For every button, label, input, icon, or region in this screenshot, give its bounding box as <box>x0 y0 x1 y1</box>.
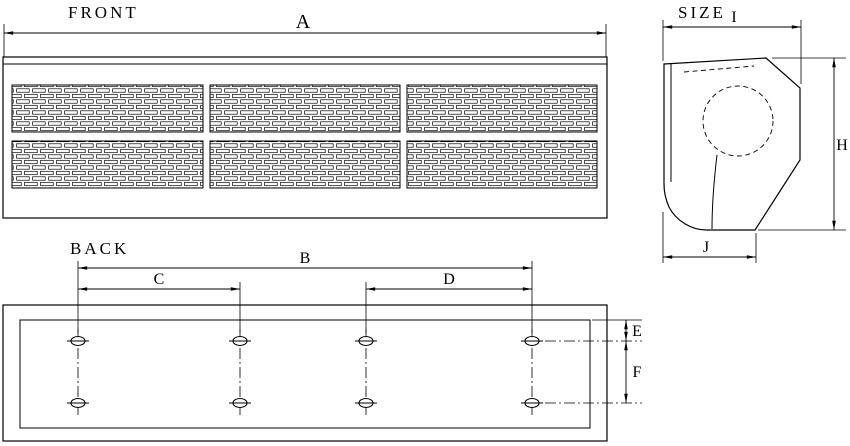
front-casing-outline <box>2 56 608 219</box>
mounting-hole-bottom-1 <box>67 397 89 409</box>
back-view: BACK B C D <box>2 239 642 442</box>
dim-label-f: F <box>633 364 642 381</box>
mounting-hole-top-2 <box>229 335 251 347</box>
front-view: FRONT A <box>2 3 608 219</box>
dim-label-j: J <box>703 239 709 256</box>
grille-panel-bottom-left <box>11 140 204 189</box>
grille-panel-top-right <box>406 84 598 133</box>
mounting-hole-bottom-3 <box>355 397 377 409</box>
hidden-top-edge <box>683 65 755 73</box>
dim-label-d: D <box>443 271 455 288</box>
dim-label-e: E <box>632 323 642 340</box>
dim-label-h: H <box>836 137 848 154</box>
dim-label-i: I <box>731 9 736 26</box>
fan-impeller-circle <box>702 85 774 157</box>
mounting-hole-bottom-2 <box>229 397 251 409</box>
mounting-hole-top-3 <box>355 335 377 347</box>
back-panel-outline <box>2 304 608 442</box>
grille-panel-top-left <box>11 84 204 133</box>
back-panel-inner-frame <box>19 319 591 429</box>
grille-panel-bottom-right <box>406 140 598 189</box>
side-profile-outline <box>663 57 801 231</box>
grille-panel-bottom-center <box>209 140 401 189</box>
size-view-title: SIZE <box>678 3 726 22</box>
size-view: SIZE I H J <box>662 3 848 263</box>
dim-label-b: B <box>300 250 311 267</box>
front-view-title: FRONT <box>68 3 139 22</box>
dim-label-c: C <box>154 271 165 288</box>
inner-front-wall <box>711 154 718 230</box>
dim-label-a: A <box>296 11 311 33</box>
back-view-title: BACK <box>70 239 129 258</box>
grille-panel-top-center <box>209 84 401 133</box>
mounting-holes <box>67 329 543 415</box>
mounting-hole-top-1 <box>67 335 89 347</box>
mounting-hole-bottom-4 <box>521 397 543 409</box>
mounting-hole-top-4 <box>521 335 543 347</box>
